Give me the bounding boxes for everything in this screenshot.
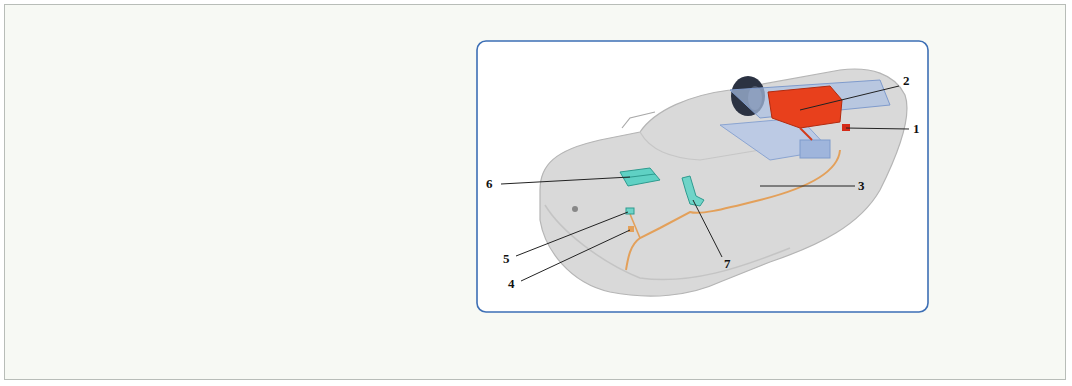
suspension [800, 140, 830, 158]
module [626, 208, 634, 214]
car-body [540, 69, 907, 296]
cable-harness [626, 150, 840, 270]
fuel-cap [572, 206, 578, 212]
body-side [545, 205, 790, 280]
callout-number: 3 [858, 179, 865, 193]
callout-number: 5 [503, 252, 510, 266]
callout-number: 4 [508, 277, 515, 291]
terminal [842, 124, 850, 131]
plug [628, 226, 634, 232]
callout-number: 2 [903, 74, 910, 88]
callout-number: 6 [486, 177, 493, 191]
red-cable [800, 128, 812, 140]
connector-unit [682, 176, 704, 206]
leader-lines [501, 86, 909, 281]
callout-number: 1 [913, 122, 920, 136]
callout-number: 7 [724, 257, 731, 271]
mirror [622, 112, 655, 128]
engine-unit [768, 86, 842, 128]
figure-box [477, 41, 928, 312]
